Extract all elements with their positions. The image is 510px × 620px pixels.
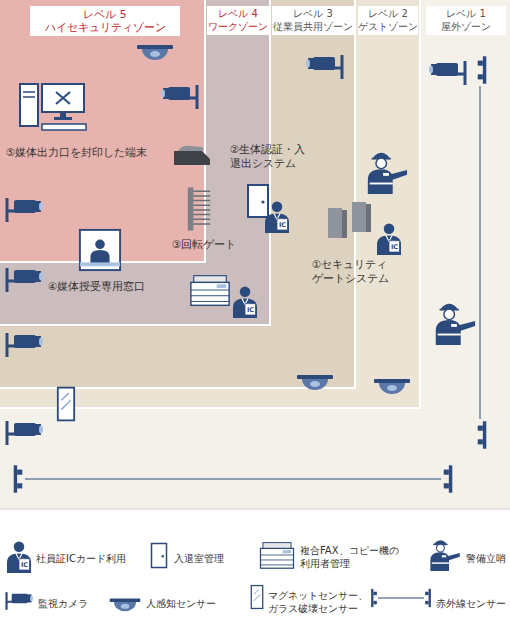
zone-heading: レベル 5 ハイセキュリティゾーン bbox=[30, 6, 180, 36]
badge-text: IC bbox=[389, 242, 400, 252]
camera bbox=[161, 85, 197, 109]
infrared-sensor bbox=[444, 465, 453, 492]
zone-heading: レベル 4 ワークゾーン bbox=[207, 6, 269, 35]
camera bbox=[7, 421, 43, 445]
infrared-sensor bbox=[478, 56, 487, 83]
motion-sensor bbox=[297, 375, 333, 390]
zone-heading: レベル 2 ゲストゾーン bbox=[358, 6, 418, 35]
security-gate bbox=[328, 202, 371, 238]
zone-ground bbox=[0, 0, 355, 388]
camera bbox=[7, 592, 33, 610]
guard bbox=[436, 304, 475, 345]
zone-band: レベル 4 ワークゾーンレベル 5 ハイセキュリティゾーン bbox=[0, 0, 270, 325]
biometric-reader bbox=[174, 146, 210, 165]
guard bbox=[368, 153, 407, 194]
copier bbox=[191, 276, 229, 306]
badge-person bbox=[377, 224, 401, 256]
guard bbox=[430, 540, 459, 571]
camera bbox=[7, 198, 43, 222]
legend-text: 社員証ICカード利用 bbox=[36, 552, 126, 565]
camera bbox=[7, 333, 43, 357]
badge-text: IC bbox=[245, 305, 256, 315]
infrared-beam bbox=[480, 86, 481, 419]
zone-band: レベル 3 従業員共用ゾーンレベル 4 ワークゾーンレベル 5 ハイセキュリティ… bbox=[0, 0, 355, 388]
infrared-beam bbox=[25, 479, 441, 480]
legend-text: マグネットセンサー、ガラス破壊センサー bbox=[268, 589, 370, 615]
legend-text: 複合FAX、コピー機の利用者管理 bbox=[300, 544, 404, 570]
badge-person bbox=[265, 202, 289, 234]
infrared-sensor bbox=[425, 589, 431, 607]
zone-ground bbox=[0, 0, 420, 408]
door bbox=[248, 185, 268, 217]
door bbox=[152, 544, 167, 568]
callout-label: ⑤媒体出力口を封印した端末 bbox=[6, 146, 147, 160]
camera bbox=[7, 268, 43, 292]
badge-text: IC bbox=[277, 220, 288, 230]
legend-text: 赤外線センサー bbox=[436, 597, 506, 610]
legend-rule bbox=[0, 509, 510, 510]
camera bbox=[306, 55, 342, 79]
legend-text: 人感知センサー bbox=[146, 597, 216, 610]
infrared-sensor bbox=[14, 465, 23, 492]
magnet-sensor bbox=[58, 388, 74, 421]
callout-label: ①セキュリティゲートシステム bbox=[312, 258, 392, 285]
infrared-sensor bbox=[478, 421, 487, 448]
zone-band: レベル 1 屋外ゾーンレベル 2 ゲストゾーンレベル 3 従業員共用ゾーンレベル… bbox=[0, 0, 510, 508]
badge-person bbox=[233, 287, 257, 319]
motion-sensor bbox=[137, 45, 173, 60]
callout-label: ④媒体授受専用窓口 bbox=[48, 280, 145, 294]
copier bbox=[260, 543, 293, 569]
zone-heading: レベル 3 従業員共用ゾーン bbox=[272, 6, 354, 35]
motion-sensor bbox=[110, 599, 141, 612]
callout-label: ②生体認証・入退出システム bbox=[230, 143, 310, 170]
turnstile bbox=[188, 188, 210, 231]
zone-ground bbox=[0, 0, 205, 262]
motion-sensor bbox=[374, 379, 410, 394]
legend-text: 警備立哨 bbox=[466, 552, 506, 565]
legend-text: 監視カメラ bbox=[38, 597, 88, 610]
camera bbox=[429, 61, 465, 85]
callout-label: ③回転ゲート bbox=[172, 238, 236, 252]
infrared-beam bbox=[378, 598, 424, 599]
zone-band: レベル 5 ハイセキュリティゾーン bbox=[0, 0, 205, 262]
zone-band: レベル 2 ゲストゾーンレベル 3 従業員共用ゾーンレベル 4 ワークゾーンレベ… bbox=[0, 0, 420, 408]
badge-person bbox=[7, 542, 31, 574]
infrared-sensor bbox=[371, 589, 377, 607]
service-window bbox=[80, 230, 120, 270]
zone-heading: レベル 1 屋外ゾーン bbox=[426, 6, 506, 35]
terminal bbox=[20, 84, 86, 130]
zone-ground bbox=[0, 0, 270, 325]
legend-text: 入退室管理 bbox=[174, 552, 224, 565]
badge-text: IC bbox=[19, 560, 30, 570]
magnet-sensor bbox=[251, 586, 262, 609]
